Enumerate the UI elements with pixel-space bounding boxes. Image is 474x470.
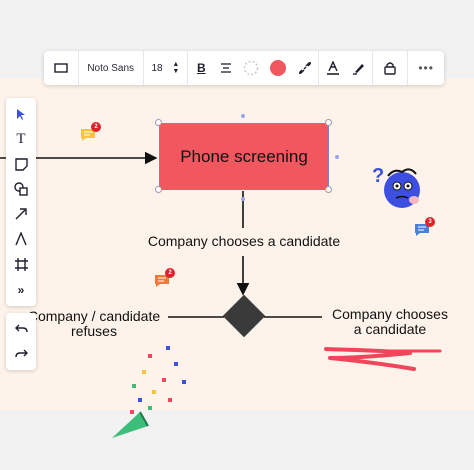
text-tool[interactable]: T [6, 127, 36, 151]
pen-tool[interactable] [6, 227, 36, 251]
font-size-value: 18 [151, 62, 163, 74]
connection-line-tool[interactable] [6, 202, 36, 226]
resize-handle-tr[interactable] [325, 119, 332, 126]
more-icon: ••• [418, 61, 434, 75]
align-button[interactable] [214, 51, 238, 85]
connection-dot-bottom[interactable] [241, 197, 245, 201]
text-color-icon [326, 61, 339, 75]
divider [77, 51, 79, 85]
more-tools-icon: » [17, 283, 25, 297]
arrow-line-icon [15, 208, 27, 220]
border-style-button[interactable] [238, 51, 264, 85]
fill-color-icon [269, 60, 286, 76]
frame-icon [14, 257, 28, 271]
comment-count: 2 [91, 122, 101, 132]
resize-handle-br[interactable] [325, 186, 332, 193]
edge-label-right[interactable]: Company chooses a candidate [332, 306, 448, 337]
font-size-stepper[interactable]: 18 ▲▼ [144, 51, 188, 85]
connection-dot-top[interactable] [241, 114, 245, 118]
svg-text:?: ? [372, 165, 384, 187]
highlighter-icon [353, 64, 365, 75]
divider [187, 51, 189, 85]
comment-icon [155, 275, 169, 287]
shape-type-button[interactable] [44, 51, 78, 85]
fill-color-button[interactable] [264, 51, 292, 85]
sticky-note-tool[interactable] [6, 152, 36, 176]
divider [142, 51, 144, 85]
select-icon [17, 108, 25, 120]
undo-button[interactable] [6, 317, 36, 341]
border-style-icon [243, 60, 259, 76]
node-label: Phone screening [180, 146, 308, 166]
redo-icon [14, 349, 28, 358]
more-options-button[interactable]: ••• [408, 51, 444, 85]
comment-marker-1[interactable]: 2 [80, 122, 101, 147]
edge-label-down[interactable]: Company chooses a candidate [138, 233, 350, 249]
confetti-sticker[interactable] [108, 342, 198, 442]
link-button[interactable] [292, 51, 318, 85]
comment-marker-2[interactable]: 3 [414, 217, 435, 242]
shapes-icon [14, 182, 28, 196]
connection-dot-right[interactable] [335, 155, 339, 159]
bold-button[interactable]: B [188, 51, 214, 85]
edge-label-left[interactable]: Company / candidate refuses [27, 308, 161, 339]
comment-icon [81, 129, 95, 141]
divider [372, 51, 374, 85]
lock-button[interactable] [373, 51, 407, 85]
shape-format-toolbar: Noto Sans 18 ▲▼ B [44, 51, 444, 85]
comment-marker-3[interactable]: 2 [154, 268, 175, 293]
font-family-select[interactable]: Noto Sans [87, 62, 135, 74]
link-icon [298, 61, 311, 75]
more-tools-button[interactable]: » [6, 278, 36, 302]
divider [317, 51, 319, 85]
pink-scribble [324, 347, 416, 371]
pen-icon [15, 232, 27, 246]
frame-tool[interactable] [6, 252, 36, 276]
redo-button[interactable] [6, 342, 36, 366]
bold-icon: B [196, 61, 206, 75]
phone-screening-node[interactable]: Phone screening [159, 123, 329, 190]
shapes-tool[interactable] [6, 177, 36, 201]
creation-toolbar: T » [6, 98, 36, 306]
highlighter-button[interactable] [347, 51, 373, 85]
thinking-face-sticker[interactable]: ? [370, 160, 430, 212]
align-center-icon [221, 63, 232, 73]
resize-handle-bl[interactable] [155, 186, 162, 193]
decision-diamond [222, 294, 266, 338]
lock-icon [384, 62, 396, 75]
comment-icon [415, 224, 429, 236]
undo-icon [14, 324, 28, 333]
text-icon: T [16, 130, 26, 147]
comment-count: 2 [165, 268, 175, 278]
rectangle-icon [54, 63, 68, 73]
divider [407, 51, 409, 85]
select-tool[interactable] [6, 102, 36, 126]
text-color-button[interactable] [319, 51, 347, 85]
resize-handle-tl[interactable] [155, 119, 162, 126]
comment-count: 3 [425, 217, 435, 227]
history-toolbar [6, 313, 36, 370]
sticky-note-icon [14, 157, 28, 171]
stepper-arrows-icon[interactable]: ▲▼ [172, 61, 180, 75]
